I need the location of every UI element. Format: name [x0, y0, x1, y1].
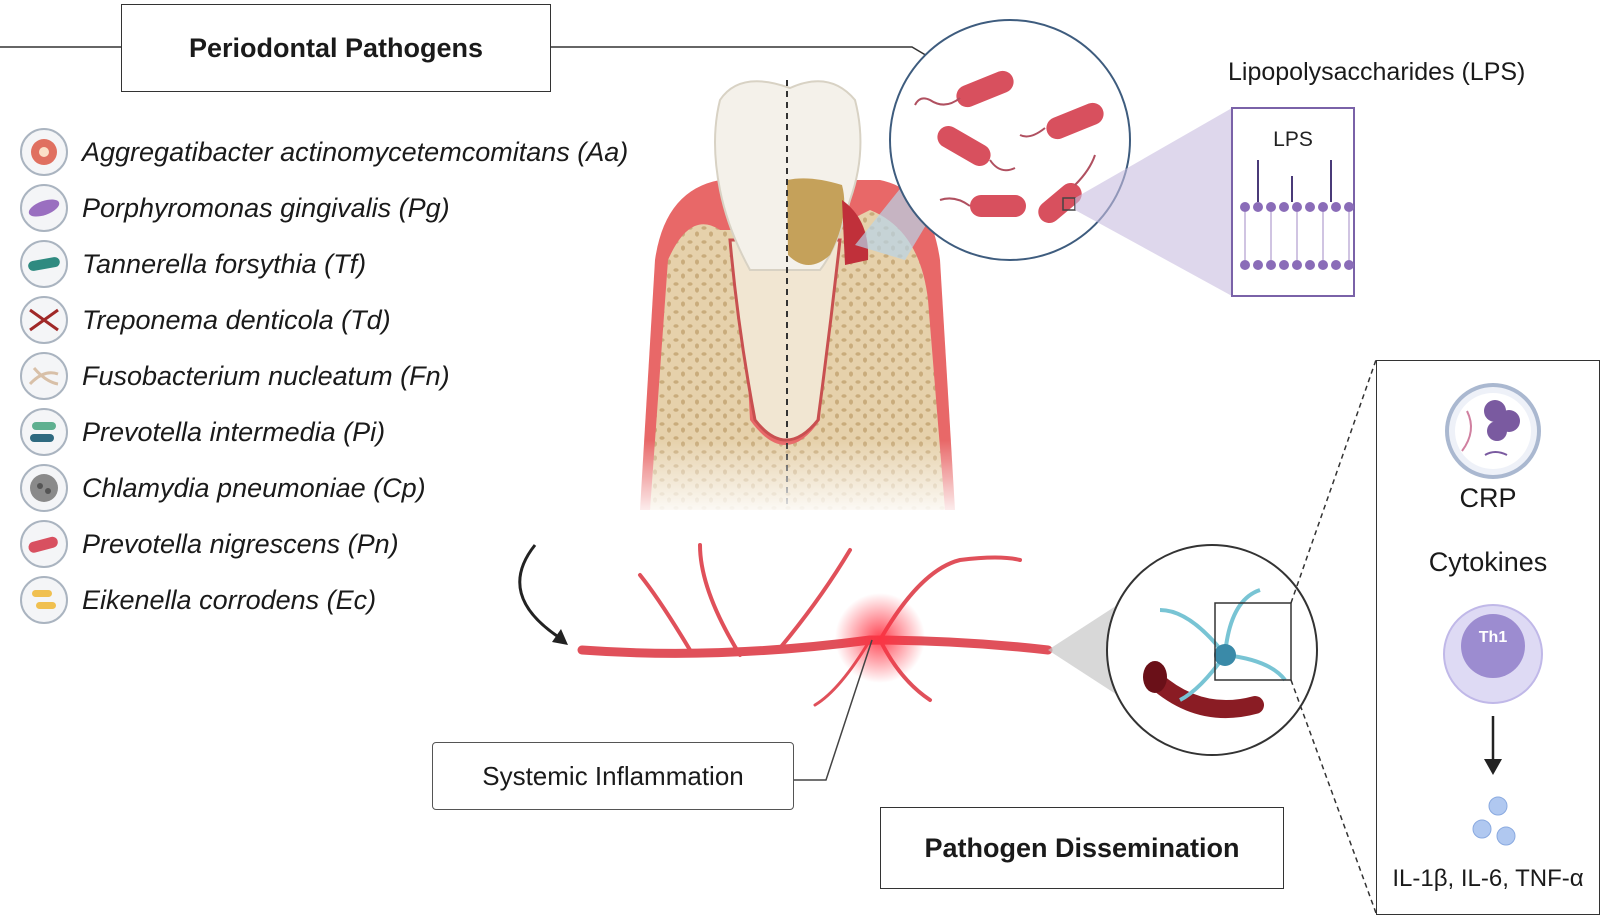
tissue-magnified-circle [1106, 544, 1318, 756]
td-bacterium-icon [20, 296, 68, 344]
lps-title: Lipopolysaccharides (LPS) [1228, 58, 1526, 86]
lps-membrane-box: LPS [1231, 107, 1355, 297]
list-item: Porphyromonas gingivalis (Pg) [20, 180, 700, 236]
list-item: Prevotella nigrescens (Pn) [20, 516, 700, 572]
pg-bacterium-icon [20, 184, 68, 232]
title-box: Periodontal Pathogens [121, 4, 551, 92]
aa-bacterium-icon [20, 128, 68, 176]
inflammation-pointer-line [792, 639, 873, 781]
systemic-inflammation-label: Systemic Inflammation [482, 760, 744, 791]
crp-cell-icon [1445, 383, 1541, 479]
zoom-cone-tissue [1048, 600, 1125, 700]
pathogen-list: Aggregatibacter actinomycetemcomitans (A… [20, 124, 700, 628]
list-item: Eikenella corrodens (Ec) [20, 572, 700, 628]
cp-bacterium-icon [20, 464, 68, 512]
crp-label: CRP [1459, 483, 1517, 513]
dissemination-label: Pathogen Dissemination [924, 832, 1240, 863]
pi-bacterium-icon [20, 408, 68, 456]
panel-dash-bottom [1290, 679, 1377, 914]
page-title: Periodontal Pathogens [188, 32, 484, 63]
curved-arrow-icon [518, 544, 568, 645]
list-item: Chlamydia pneumoniae (Cp) [20, 460, 700, 516]
th1-label: Th1 [1479, 629, 1508, 646]
down-arrow-icon [1484, 716, 1502, 775]
bacteria-magnified-circle [889, 19, 1131, 261]
cytokine-panel: Th1 CRP Cytokines IL-1β, IL-6, TNF-α [1376, 360, 1600, 915]
fn-bacterium-icon [20, 352, 68, 400]
panel-dash-top [1290, 359, 1377, 604]
lps-label: LPS [1273, 128, 1313, 151]
tooth-diagram [630, 80, 970, 520]
cytokines-label: Cytokines [1428, 547, 1548, 577]
ec-bacterium-icon [20, 576, 68, 624]
list-item: Aggregatibacter actinomycetemcomitans (A… [20, 124, 700, 180]
systemic-inflammation-box: Systemic Inflammation [432, 742, 794, 810]
cytokine-panel-art: Th1 [1443, 383, 1543, 846]
list-item: Prevotella intermedia (Pi) [20, 404, 700, 460]
cytokine-molecules-icon [1472, 796, 1516, 846]
list-item: Treponema denticola (Td) [20, 292, 700, 348]
th1-cell-icon [1443, 604, 1543, 704]
list-item: Fusobacterium nucleatum (Fn) [20, 348, 700, 404]
inflammation-glow [835, 593, 925, 683]
list-item: Tannerella forsythia (Tf) [20, 236, 700, 292]
cytokine-outputs-label: IL-1β, IL-6, TNF-α [1392, 865, 1584, 892]
pn-bacterium-icon [20, 520, 68, 568]
dissemination-box: Pathogen Dissemination [880, 807, 1284, 889]
tf-bacterium-icon [20, 240, 68, 288]
zoom-cone-lps [1075, 108, 1232, 296]
